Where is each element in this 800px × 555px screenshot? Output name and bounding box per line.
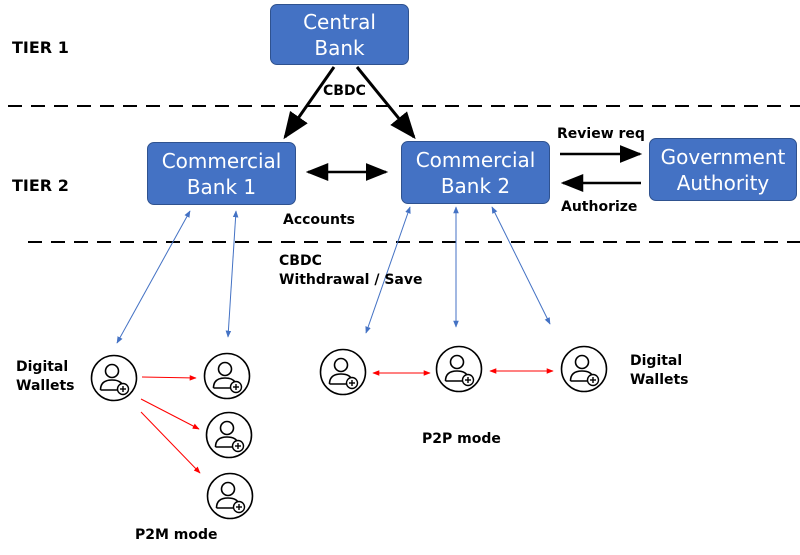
link-bank2-wallet-c — [365, 206, 411, 334]
link-bank1-wallet-left — [116, 210, 191, 344]
commercial-bank-2-node: Commercial Bank 2 — [401, 141, 550, 204]
government-authority-line-1: Government — [660, 144, 786, 169]
digital-wallets-left-line-1: Digital — [16, 359, 69, 375]
cbdc-withdrawal-line-1: CBDC — [279, 253, 322, 269]
digital-wallets-left-label: Digital Wallets — [16, 358, 75, 396]
commercial-bank-2-line-2: Bank 2 — [440, 173, 511, 198]
p2p-mode-label: P2P mode — [422, 431, 501, 447]
central-bank-line-1: Central — [303, 9, 376, 34]
user-add-icon — [435, 345, 483, 393]
digital-wallets-right-label: Digital Wallets — [630, 352, 689, 390]
government-authority-node: Government Authority — [649, 138, 797, 201]
government-authority-line-2: Authority — [676, 170, 770, 195]
link-bank1-wallet-a — [225, 210, 239, 338]
user-add-icon — [206, 472, 254, 520]
p2m-mode-label: P2M mode — [135, 527, 218, 543]
p2m-arrow-c — [140, 411, 201, 474]
user-add-icon — [90, 354, 138, 402]
digital-wallets-right-line-1: Digital — [630, 353, 683, 369]
central-bank-line-2: Bank — [314, 35, 365, 60]
central-bank-node: Central Bank — [270, 4, 409, 65]
tier-2-label: TIER 2 — [12, 176, 69, 195]
arrow-central-to-bank2 — [355, 66, 416, 140]
p2m-arrow-b — [140, 398, 200, 430]
commercial-bank-2-line-1: Commercial — [415, 147, 536, 172]
tier-1-label: TIER 1 — [12, 38, 69, 57]
digital-wallets-right-line-2: Wallets — [630, 372, 689, 388]
digital-wallets-left-line-2: Wallets — [16, 378, 75, 394]
cbdc-withdrawal-line-2: Withdrawal / Save — [279, 272, 423, 288]
accounts-label: Accounts — [283, 212, 356, 228]
cbdc-label: CBDC — [323, 83, 366, 99]
user-add-icon — [205, 411, 253, 459]
p2m-arrow-a — [141, 375, 197, 381]
commercial-bank-1-node: Commercial Bank 1 — [147, 142, 296, 205]
arrow-central-to-bank1 — [283, 66, 336, 140]
cbdc-withdrawal-label: CBDC Withdrawal / Save — [279, 252, 422, 290]
user-add-icon — [203, 352, 251, 400]
commercial-bank-1-line-2: Bank 1 — [186, 174, 257, 199]
user-add-icon — [319, 348, 367, 396]
user-add-icon — [560, 345, 608, 393]
authorize-label: Authorize — [561, 199, 638, 215]
link-bank2-wallet-e — [491, 206, 551, 325]
commercial-bank-1-line-1: Commercial — [161, 148, 282, 173]
review-req-label: Review req — [557, 126, 645, 142]
